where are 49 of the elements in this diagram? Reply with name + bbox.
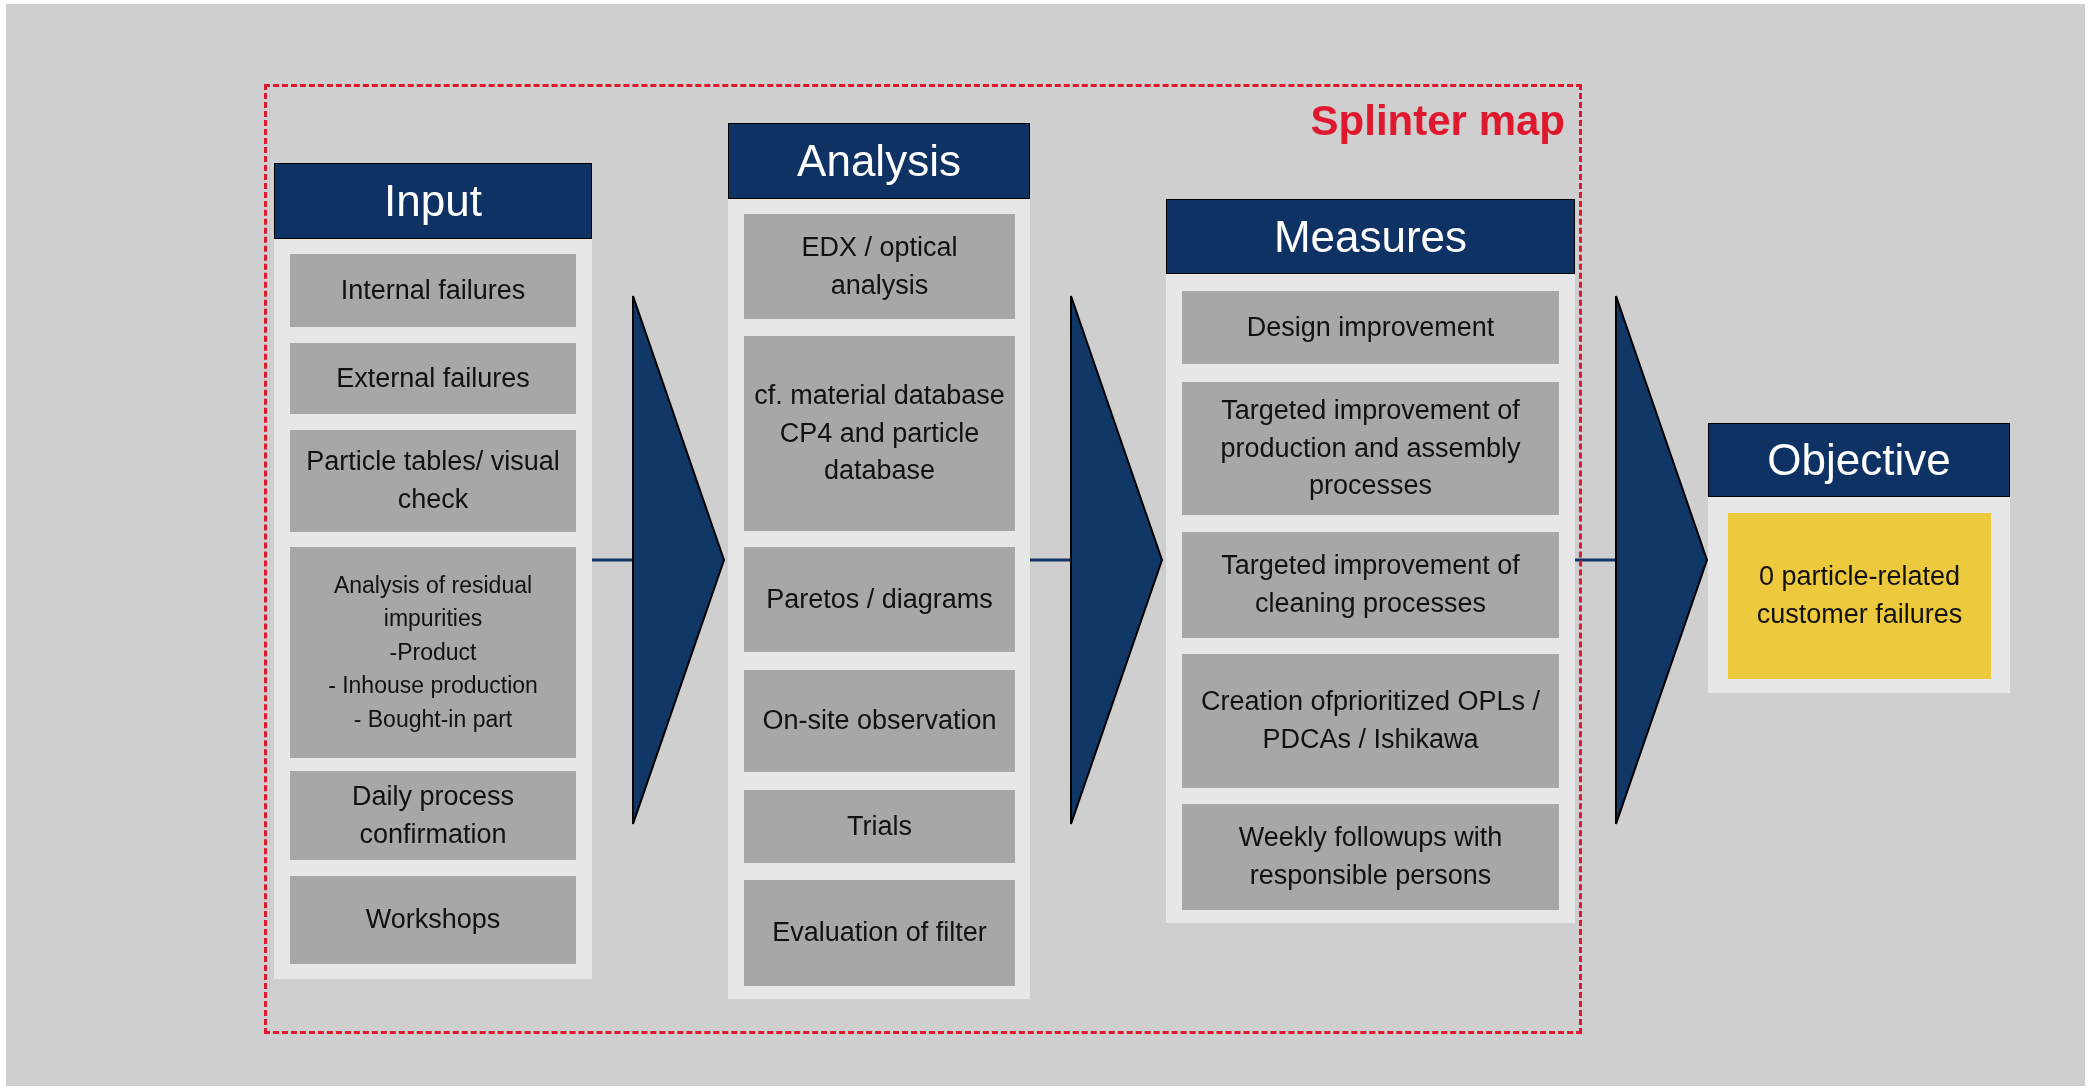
process-box [290,547,576,758]
box-text: Workshops [365,903,501,937]
box-text: -Product [389,637,477,667]
box-text: - Inhouse production [328,671,538,701]
box-text: Evaluation of filter [772,916,987,950]
objective-box [1728,513,1991,679]
process-box [1182,532,1559,638]
process-box [290,771,576,860]
box-text: Paretos / diagrams [766,582,993,616]
box-text: Design improvement [1246,310,1495,344]
box-text: cf. material database CP4 and particle database [753,378,1006,488]
box-text: External failures [336,361,530,395]
column-panel [728,123,1030,999]
column-panel [1708,423,2010,693]
process-box [744,214,1015,319]
box-text: Targeted improvement of production and assembly processes [1219,393,1522,503]
process-box [744,336,1015,531]
process-box [290,254,576,327]
column-header: Input [274,163,592,239]
process-box [290,343,576,414]
process-box [744,547,1015,652]
box-text: On-site observation [762,704,997,738]
box-text: Particle tables/ visual check [305,445,561,516]
box-text: Internal failures [340,273,526,307]
column-panel [274,163,592,979]
box-text: Daily process confirmation [350,779,516,851]
column-header: Measures [1166,199,1575,274]
process-box [1182,291,1559,364]
process-box [1182,654,1559,788]
box-text: Weekly followups with responsible persons [1237,821,1504,892]
box-text: - Bought-in part [353,704,513,734]
box-text: Creation ofprioritized OPLs / PDCAs / Ishikawa [1199,685,1542,756]
dashed-group-frame [264,84,1582,1034]
process-box [1182,804,1559,910]
box-text: 0 particle-related customer failures [1755,560,1964,631]
group-title: Splinter map [1310,97,1565,145]
process-box [1182,382,1559,515]
box-text: Analysis of residual impurities [332,571,534,634]
process-box [290,430,576,532]
process-box [290,876,576,964]
process-box [744,880,1015,986]
column-header: Objective [1708,423,2010,497]
process-box [744,670,1015,772]
box-text: Trials [847,809,912,843]
column-panel [1166,199,1575,923]
box-text: EDX / optical analysis [800,230,959,302]
column-header: Analysis [728,123,1030,199]
box-text: Targeted improvement of cleaning processes [1220,549,1521,620]
process-box [744,790,1015,863]
